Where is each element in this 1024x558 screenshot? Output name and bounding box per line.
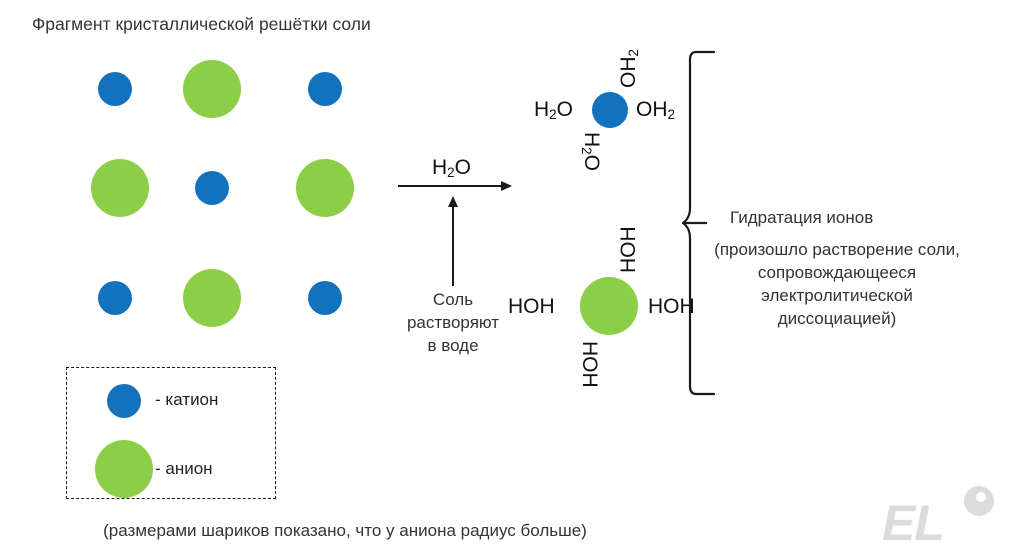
bottom-caption: (размерами шариков показано, что у анион… [103,521,587,540]
hydrated-anion-ion [580,277,638,335]
lattice-ion-anion [296,159,354,217]
legend-swatch-cation [107,384,141,418]
legend-label-cation: - катион [155,390,219,409]
dissolution-caption: Соль растворяют в воде [383,289,523,358]
legend-label-anion: - анион [155,459,213,478]
annotation-group: Гидратация ионов (произошло растворение … [706,207,1006,331]
hydrated-anion-label-right: HOH [648,295,695,318]
horizontal-arrow-head-icon [501,181,512,191]
annotation-body-line: диссоциацией) [777,308,897,328]
lattice-ion-cation [98,281,132,315]
annotation-body: (произошло растворение соли, сопровождаю… [706,239,968,331]
reaction-arrow-group: H2O [0,0,540,300]
hydrated-cation-label-top: OH2 [617,49,641,88]
dissolution-caption-line: Соль [432,290,474,309]
annotation-body-line: электролитической [761,285,913,305]
lattice-ion-cation [98,72,132,106]
hydrated-cation-label-left: H2O [534,98,573,122]
lattice-ion-cation [308,281,342,315]
annotation-body-line: сопровождающееся [757,262,917,282]
hydrated-cation-ion [592,92,628,128]
arrow-label-water: H2O [432,156,471,180]
hydrated-cation-label-bottom: H2O [579,132,603,171]
page-title: Фрагмент кристаллической решётки соли [32,14,371,34]
crystal-lattice-group [0,0,390,340]
annotation-heading: Гидратация ионов [730,208,874,227]
dissolution-caption-line: в воде [427,335,479,355]
vertical-arrow-shaft [452,206,454,286]
hydrated-cation-group: OH2 H2O H2O OH2 [520,40,700,190]
legend-box [66,367,276,499]
vertical-arrow-head-icon [448,196,458,207]
hydrated-anion-label-left: HOH [508,295,555,318]
annotation-body-line: (произошло растворение соли, [714,239,960,259]
lattice-ion-cation [195,171,229,205]
lattice-ion-anion [183,60,241,118]
lattice-ion-anion [183,269,241,327]
lattice-ion-cation [308,72,342,106]
el-watermark: EL [882,484,1000,550]
hydrated-anion-label-top: HOH [617,226,640,273]
dissolution-caption-line: растворяют [406,312,500,332]
lattice-ion-anion [91,159,149,217]
el-watermark-text: EL [882,495,945,551]
legend-item-anion: - анион [66,433,276,499]
legend-swatch-anion [95,440,153,498]
grouping-brace-icon [680,48,728,398]
legend-item-cation: - катион [66,367,276,433]
el-watermark-dot-highlight-icon [976,492,986,502]
horizontal-arrow-shaft [398,185,502,187]
hydrated-cation-label-right: OH2 [636,98,675,122]
hydrated-anion-group: HOH HOH HOH HOH [500,215,710,390]
hydrated-anion-label-bottom: HOH [578,341,601,388]
